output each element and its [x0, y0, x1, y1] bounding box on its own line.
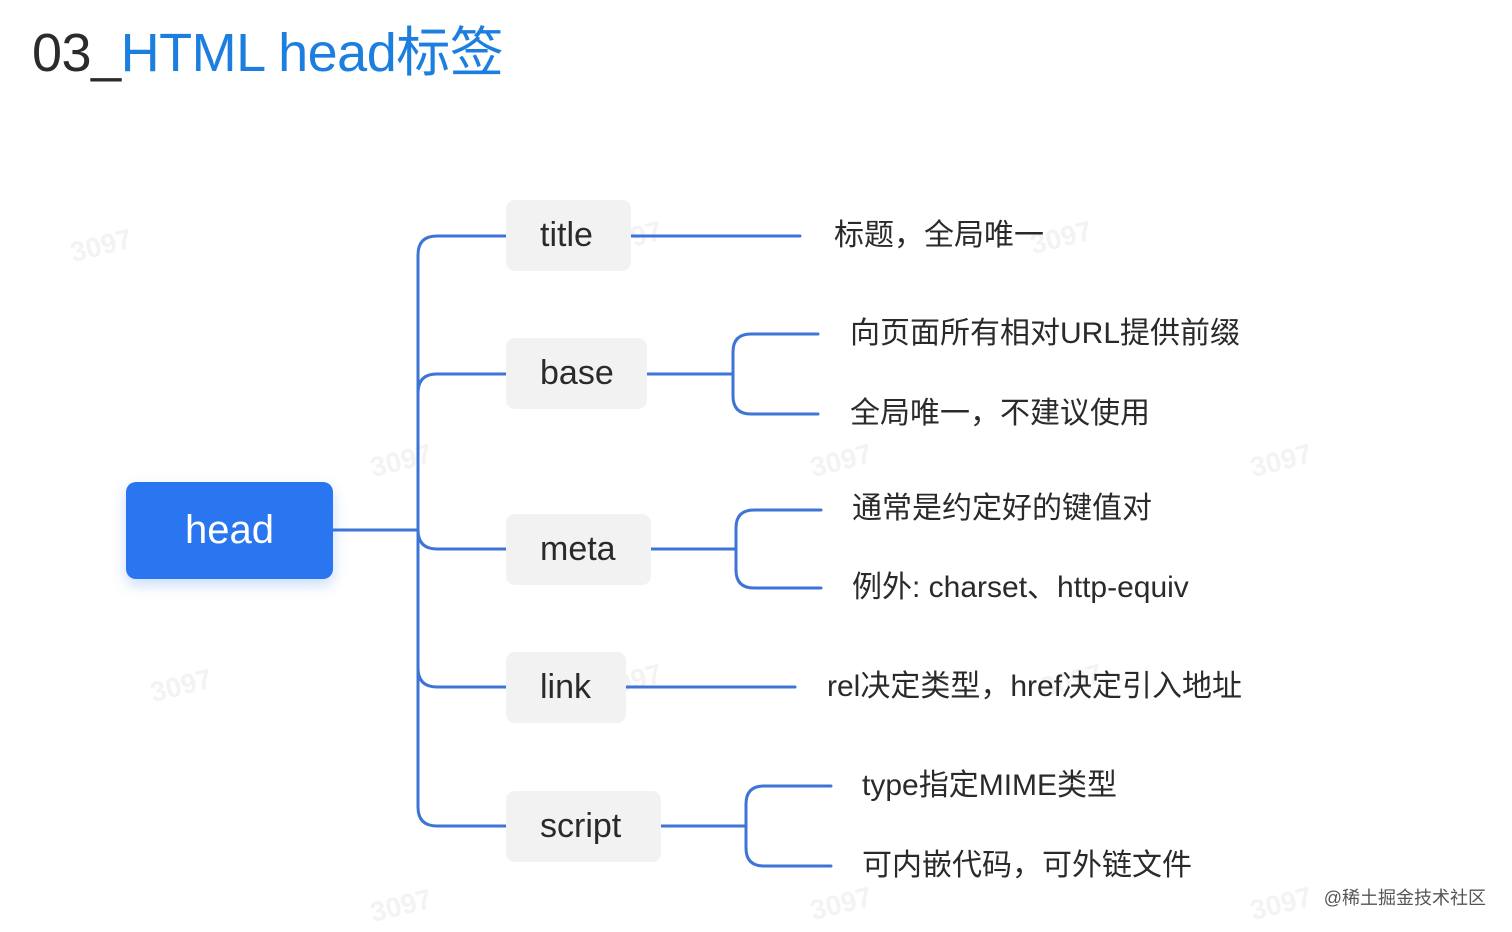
connector-script-note2 — [744, 824, 833, 868]
note-link: rel决定类型，href决定引入地址 — [827, 670, 1243, 703]
connector-base-note2 — [731, 372, 820, 416]
node-link: link — [506, 652, 626, 723]
title-prefix: 03_ — [32, 23, 121, 83]
connector-script-note1 — [744, 784, 833, 828]
connector-trunk-script — [416, 528, 508, 828]
connector-base-note1 — [731, 332, 820, 376]
connector-meta-note2 — [734, 547, 823, 590]
note-meta-1: 通常是约定好的键值对 — [852, 492, 1152, 525]
note-title: 标题，全局唯一 — [834, 219, 1044, 252]
note-base-2: 全局唯一，不建议使用 — [850, 397, 1150, 430]
connector-trunk-base — [416, 372, 508, 532]
node-script: script — [506, 791, 661, 862]
page-title: 03_HTML head标签 — [32, 18, 504, 88]
node-base: base — [506, 338, 647, 409]
note-meta-2: 例外: charset、http-equiv — [852, 571, 1189, 604]
node-meta: meta — [506, 514, 651, 585]
connector-meta-note1 — [734, 508, 823, 551]
node-title: title — [506, 200, 631, 271]
root-node-head: head — [126, 482, 333, 579]
connector-trunk-title — [416, 234, 508, 532]
note-base-1: 向页面所有相对URL提供前缀 — [850, 317, 1241, 350]
connector-trunk-meta — [416, 528, 508, 551]
source-credit: @稀土掘金技术社区 — [1323, 888, 1486, 908]
note-script-1: type指定MIME类型 — [862, 769, 1118, 802]
connector-trunk-link — [416, 528, 508, 689]
note-script-2: 可内嵌代码，可外链文件 — [862, 849, 1192, 882]
title-text: HTML head标签 — [120, 23, 504, 83]
